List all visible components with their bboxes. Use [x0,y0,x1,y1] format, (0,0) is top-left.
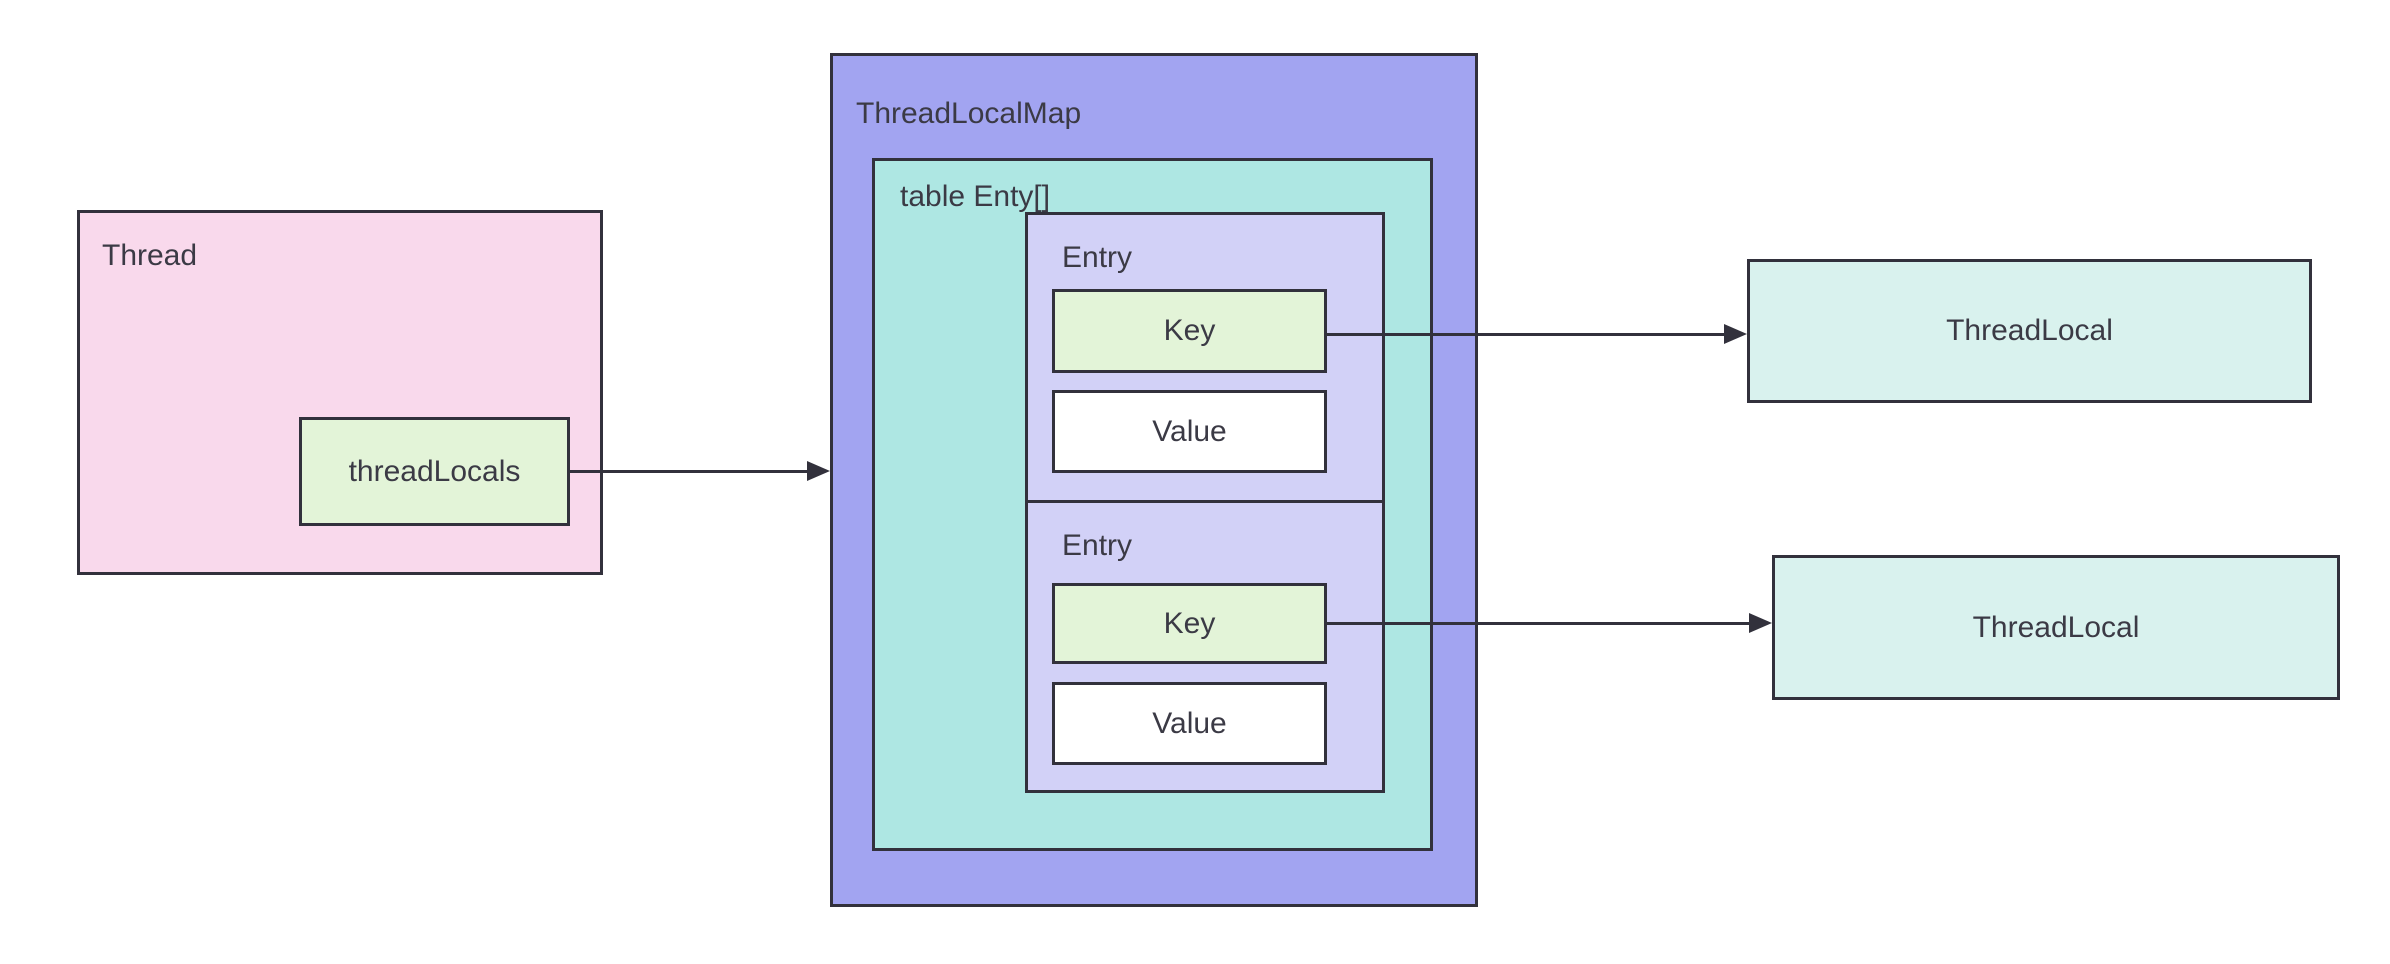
arrow-head-icon [1749,613,1772,633]
arrow-head-icon [807,461,830,481]
entry2-value-label: Value [1152,706,1227,740]
threadlocal2-label: ThreadLocal [1972,610,2140,644]
entry1-label: Entry [1062,241,1133,274]
thread-label: Thread [102,239,198,272]
entry2-key-label: Key [1163,606,1216,640]
entry2-label: Entry [1062,529,1133,562]
arrow-head-icon [1724,324,1747,344]
arrow-shaft [1325,621,1758,625]
threadlocal1-label: ThreadLocal [1946,314,2113,347]
table-entry-array-label: table Enty[] [900,180,1051,213]
entry1-value-box: Value [1052,390,1327,473]
threadlocals-box: threadLocals [299,417,570,526]
arrow-key2-to-threadlocal2 [1325,613,1772,633]
arrow-key1-to-threadlocal1 [1327,324,1747,344]
arrow-threadlocals-to-map [570,461,830,481]
arrow-shaft [570,469,816,473]
entry1-value-label: Value [1152,414,1227,448]
threadlocal1-box: ThreadLocal [1747,259,2312,403]
entry1-key-box: Key [1052,289,1327,373]
threadlocal2-box: ThreadLocal [1772,555,2340,700]
arrow-shaft [1327,332,1733,336]
threadlocals-label: threadLocals [348,454,521,488]
entry1-key-label: Key [1163,314,1216,347]
entry2-value-box: Value [1052,682,1327,765]
entry2-key-box: Key [1052,583,1327,664]
threadlocalmap-label: ThreadLocalMap [856,97,1082,130]
